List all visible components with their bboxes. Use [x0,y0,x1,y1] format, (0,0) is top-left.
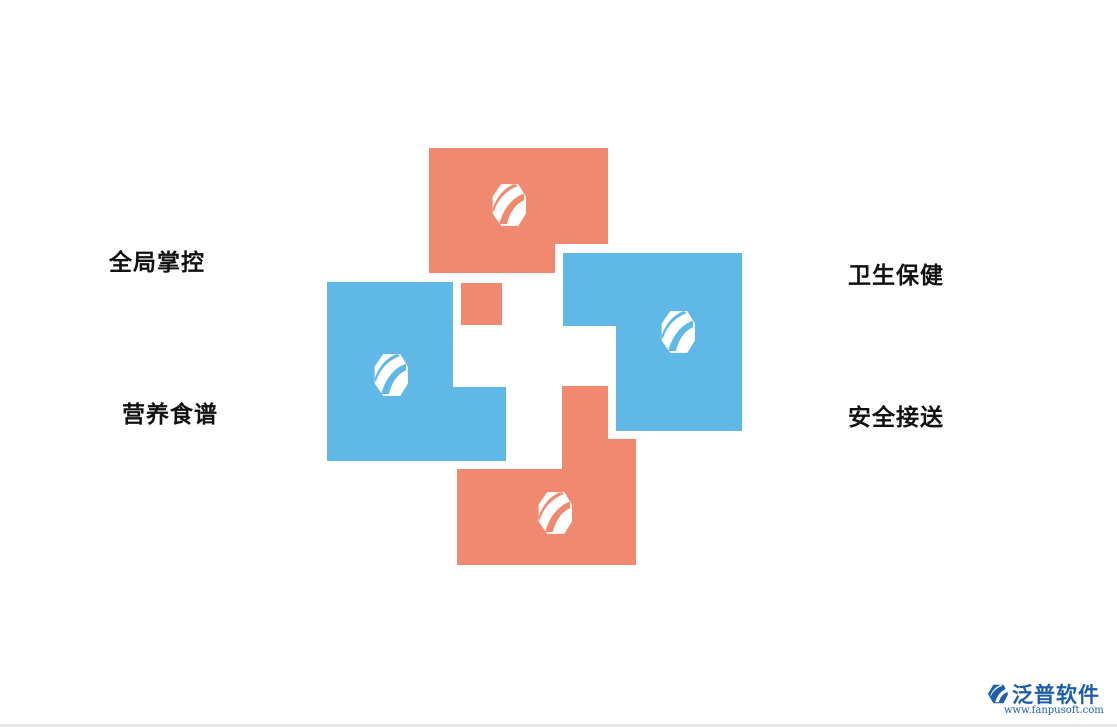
right-block-icon [661,311,695,353]
left-block [327,282,506,461]
fanpu-logo-icon [987,684,1009,704]
label-bottom-left: 营养食谱 [122,402,218,428]
watermark-url: www.fanpusoft.com [1004,705,1104,716]
right-block [563,253,742,431]
label-bottom-right: 安全接送 [848,405,944,431]
top-block-icon [492,184,526,226]
bottom-block [457,386,636,565]
watermark: 泛普软件 www.fanpusoft.com [986,679,1104,716]
bottom-block-icon [538,492,572,534]
watermark-brand: 泛普软件 [1012,683,1100,707]
label-top-left: 全局掌控 [109,250,205,276]
left-block-icon [374,354,408,396]
bottom-divider [0,724,1117,727]
label-top-right: 卫生保健 [848,263,944,289]
small-square [461,283,502,325]
